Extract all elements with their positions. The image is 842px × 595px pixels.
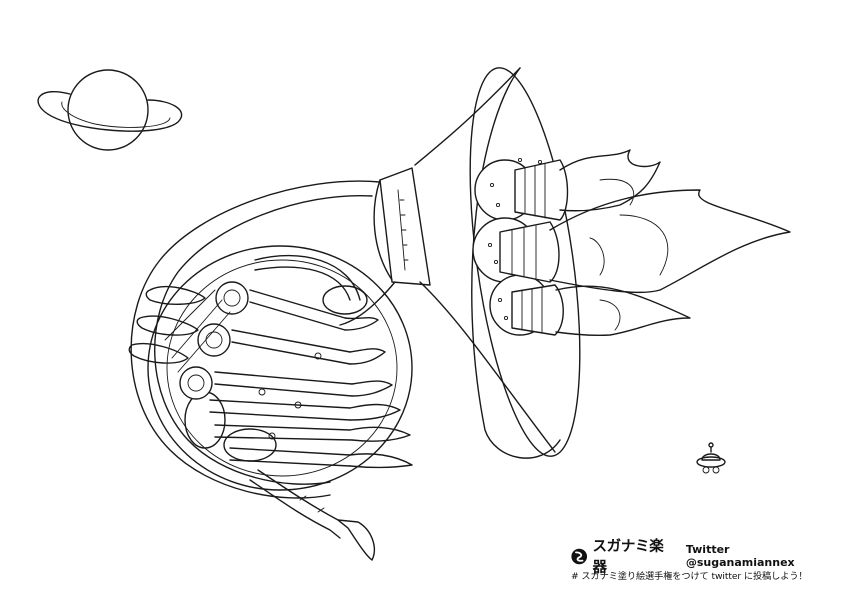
footer: スガナミ楽器 Twitter @suganamiannex # スガナミ塗り絵選… [571,539,837,582]
small-ufo [696,442,726,474]
hashtag-text: # スガナミ塗り絵選手権をつけて twitter に投稿しよう！ [571,571,808,582]
brand-name: スガナミ楽器 [592,539,664,576]
suganami-logo-icon [571,548,588,564]
rocket-engines [472,157,569,336]
bell-nozzle [373,67,581,459]
exhaust-flames [549,149,791,336]
twitter-handle[interactable]: Twitter @suganamiannex [685,543,795,569]
brand-row: スガナミ楽器 Twitter @suganamiannex [571,539,837,576]
planet-with-ring [37,69,183,151]
french-horn [128,180,413,561]
